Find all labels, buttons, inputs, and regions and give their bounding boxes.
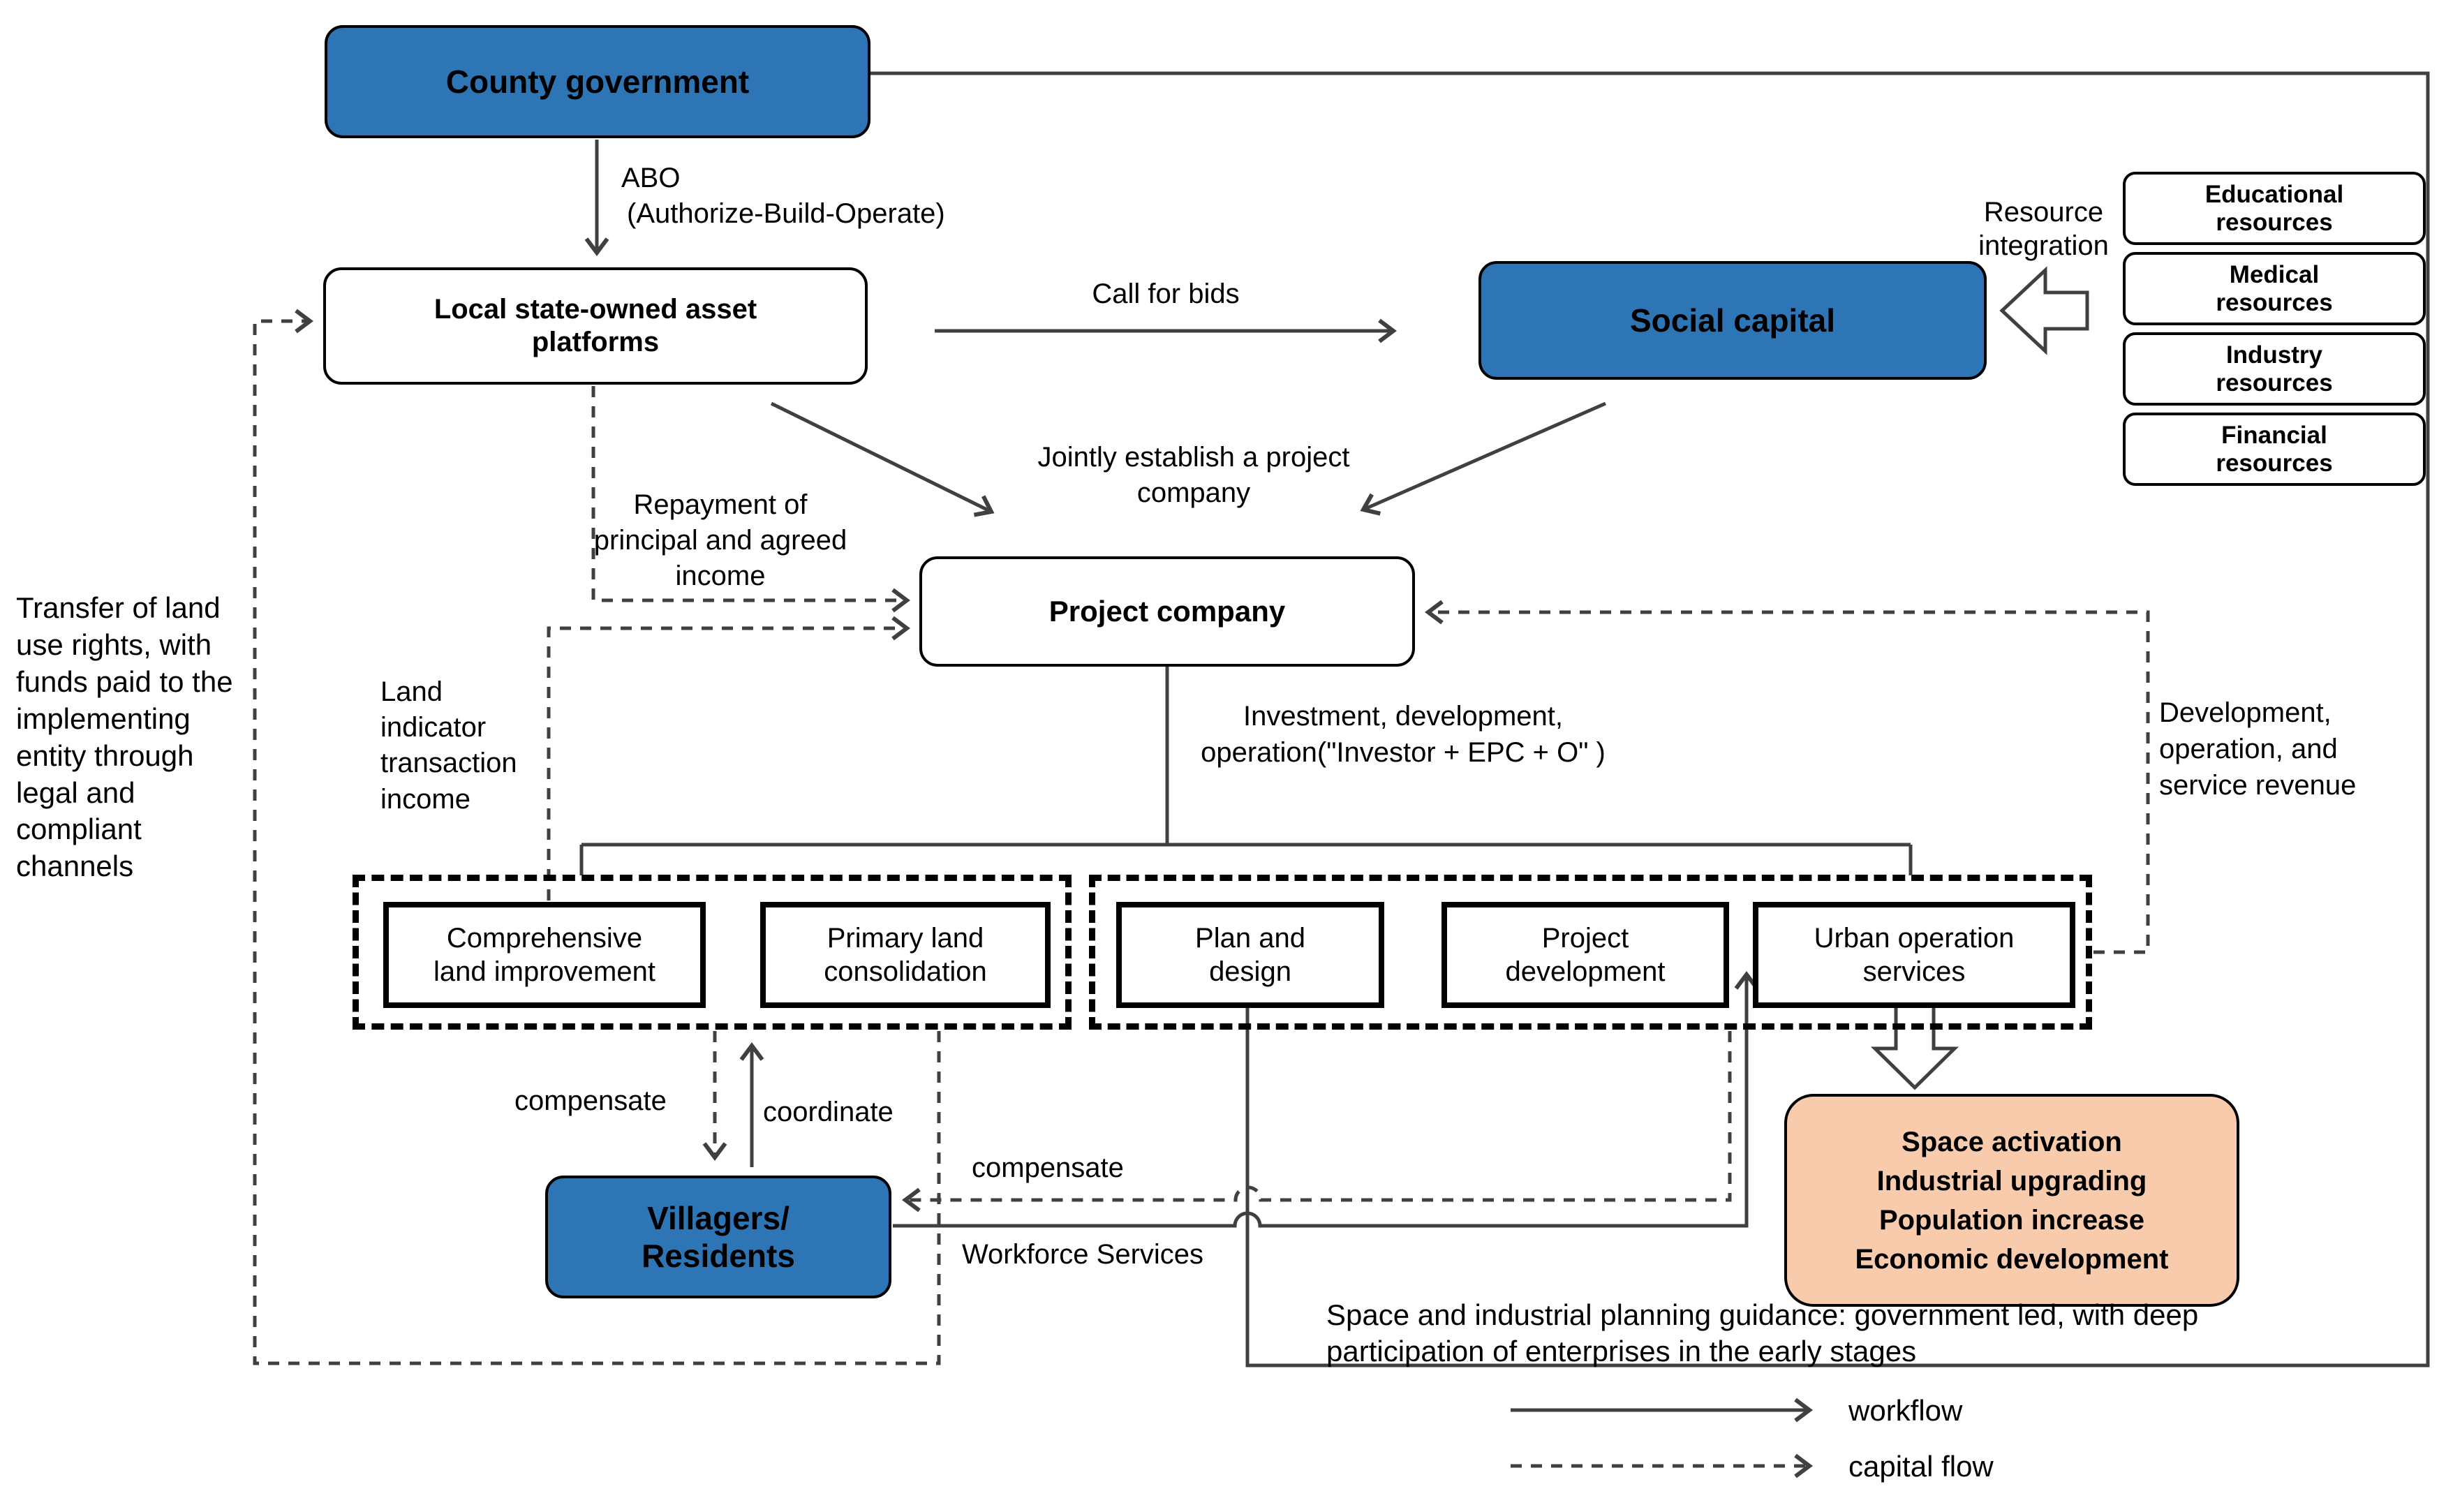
node-county-government: County government	[325, 25, 870, 138]
land-transfer-loop-path	[253, 309, 941, 1365]
plan-and-design-label: Plan and design	[1195, 923, 1305, 987]
node-project-development: Project development	[1441, 902, 1729, 1008]
node-project-company: Project company	[919, 556, 1415, 667]
node-local-state-owned-asset-platforms: Local state-owned asset platforms	[323, 267, 868, 385]
resource-integration-arrow	[1999, 266, 2089, 355]
compensate-right-path	[902, 1031, 1732, 1213]
villagers-label-line2: Residents	[642, 1238, 795, 1274]
urban-operation-services-label: Urban operation services	[1814, 923, 2015, 987]
project-company-label: Project company	[1048, 595, 1286, 628]
platforms-to-project-arrow	[770, 401, 995, 517]
medical-resources-label: Medical resources	[2216, 261, 2333, 316]
investment-label: Investment, development, operation("Inve…	[1173, 698, 1633, 771]
platforms-label: Local state-owned asset platforms	[433, 293, 757, 357]
node-plan-and-design: Plan and design	[1116, 902, 1384, 1008]
node-medical-resources: Medical resources	[2123, 252, 2426, 325]
repayment-label: Repayment of principal and agreed income	[593, 489, 847, 592]
compensate-right-label: compensate	[972, 1152, 1124, 1183]
legend-capital-flow-label: capital flow	[1848, 1450, 1994, 1483]
county-government-label: County government	[445, 63, 750, 100]
county-guidance-path	[870, 71, 2430, 1368]
workforce-path	[893, 971, 1759, 1228]
land-income-path	[547, 616, 910, 900]
land-works-group	[353, 875, 1072, 1030]
villagers-label-line1: Villagers/	[647, 1199, 790, 1236]
compensate-left-label: compensate	[514, 1085, 667, 1116]
primary-land-consolidation-label: Primary land consolidation	[824, 923, 987, 987]
social-capital-label: Social capital	[1629, 302, 1835, 339]
node-urban-operation-services: Urban operation services	[1753, 902, 2075, 1008]
social-to-project-arrow	[1360, 401, 1607, 516]
node-comprehensive-land-improvement: Comprehensive land improvement	[383, 902, 706, 1008]
node-primary-land-consolidation: Primary land consolidation	[760, 902, 1051, 1008]
coordinate-label: coordinate	[763, 1097, 894, 1127]
abo-label-line2: (Authorize-Build-Operate)	[627, 198, 945, 230]
workforce-services-label: Workforce Services	[962, 1239, 1204, 1270]
abo-label-line1: ABO	[621, 163, 681, 193]
transfer-note-label: Transfer of land use rights, with funds …	[16, 591, 233, 883]
project-development-label: Project development	[1505, 923, 1666, 987]
guidance-label-line2: participation of enterprises in the earl…	[1326, 1335, 1917, 1368]
comprehensive-land-improvement-label: Comprehensive land improvement	[433, 923, 655, 987]
abo-label: ABO (Authorize-Build-Operate)	[621, 161, 945, 232]
guidance-label-line1: Space and industrial planning guidance: …	[1326, 1298, 2199, 1331]
financial-resources-label: Financial resources	[2216, 422, 2333, 477]
industry-resources-label: Industry resources	[2216, 341, 2333, 396]
outcome-line4: Economic development	[1855, 1243, 2169, 1275]
repayment-path	[591, 386, 910, 613]
node-educational-resources: Educational resources	[2123, 172, 2426, 245]
node-outcome: Space activation Industrial upgrading Po…	[1784, 1094, 2239, 1307]
outcome-line2: Industrial upgrading	[1876, 1165, 2147, 1196]
jointly-establish-label: Jointly establish a project company	[1037, 442, 1350, 509]
dev-revenue-label: Development, operation, and service reve…	[2159, 697, 2357, 801]
node-villagers-residents: Villagers/ Residents	[545, 1176, 891, 1298]
outcome-line3: Population increase	[1878, 1204, 2145, 1236]
outcome-line1: Space activation	[1902, 1126, 2122, 1157]
educational-resources-label: Educational resources	[2204, 181, 2344, 236]
dev-revenue-path	[1425, 600, 2150, 954]
node-financial-resources: Financial resources	[2123, 413, 2426, 486]
land-income-label: Land indicator transaction income	[380, 676, 517, 815]
investment-label-line1: Investment, development,	[1243, 701, 1564, 732]
resource-integration-label: Resource integration	[1978, 197, 2109, 261]
node-social-capital: Social capital	[1478, 261, 1987, 380]
call-for-bids-label: Call for bids	[1092, 279, 1240, 309]
guidance-label: Space and industrial planning guidance: …	[1326, 1297, 2198, 1370]
node-industry-resources: Industry resources	[2123, 332, 2426, 406]
legend-workflow-label: workflow	[1848, 1394, 1963, 1427]
operations-group	[1089, 875, 2092, 1030]
investment-label-line2: operation("Investor + EPC + O" )	[1201, 737, 1606, 768]
